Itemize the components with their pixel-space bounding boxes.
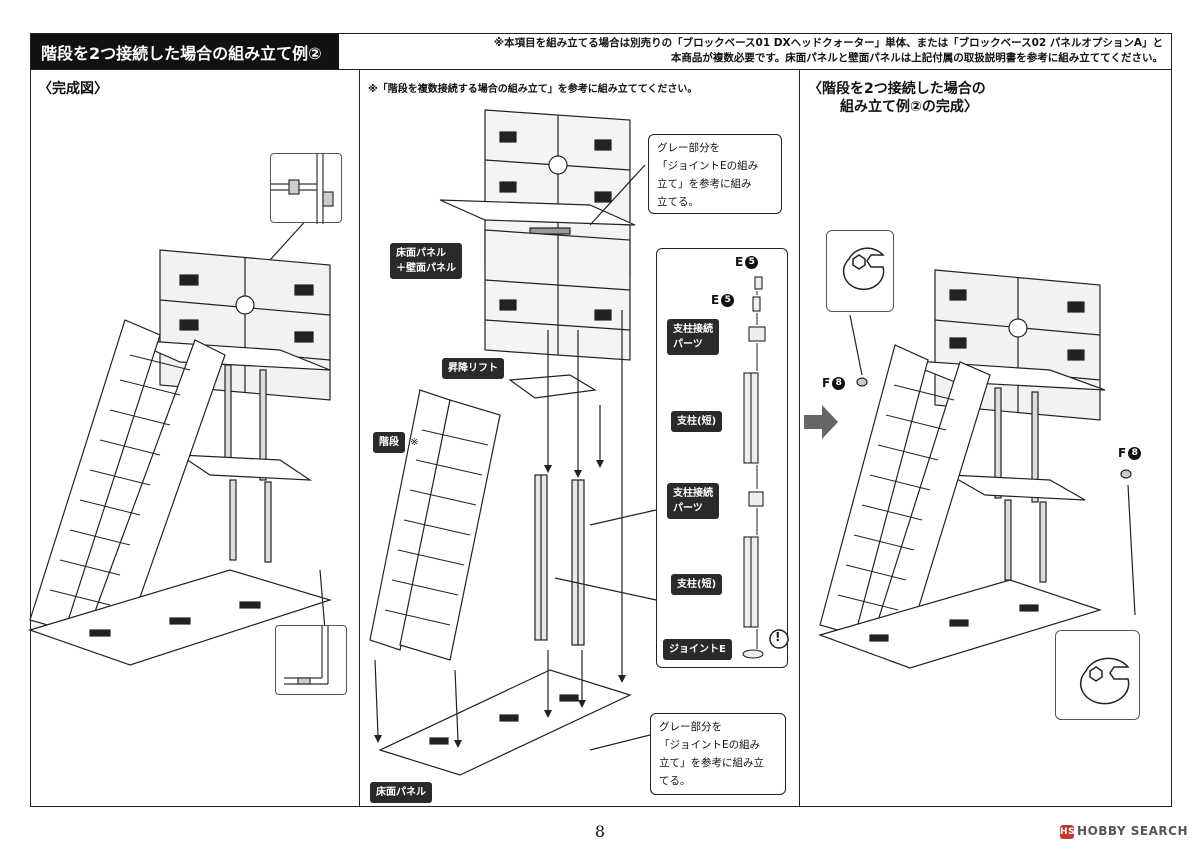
final-structure-illustration (818, 269, 1136, 669)
detail-zoom-top (270, 153, 342, 224)
page-number: 8 (594, 822, 606, 841)
brand-logo-icon: HS (1060, 824, 1076, 839)
part-f8-right-number: 8 (1128, 447, 1142, 460)
clip-part-icon-large (1079, 657, 1130, 705)
callout-top-line-2: 「ジョイントEの組み (657, 160, 759, 172)
callout-bottom-line-4: てる。 (659, 775, 691, 787)
pillar-parts-illustration (742, 276, 789, 659)
label-floor-wall-panel: 床面パネル ＋壁面パネル (390, 243, 462, 279)
part-f8-left-number: 8 (832, 377, 846, 390)
part-f8-right-letter: F (1118, 446, 1127, 460)
label-pillar-connector-1-line-2: パーツ (673, 339, 703, 350)
label-pillar-connector-2-line-2: パーツ (673, 503, 703, 514)
detail-zoom-bottom (275, 625, 347, 695)
label-pillar-short-1: 支柱(短) (671, 411, 723, 432)
part-e5-mid-letter: E (711, 293, 720, 307)
detail-zoom-right (1055, 630, 1140, 720)
warning-icon: ! (775, 630, 781, 644)
panel-right-title-line-2: 組み立て例②の完成〉 (840, 99, 978, 115)
section-title: 階段を2つ接続した場合の組み立て例② (31, 34, 339, 69)
label-pillar-connector-1-line-1: 支柱接続 (673, 324, 713, 335)
exploded-assembly-illustration (369, 109, 657, 776)
next-arrow-icon (804, 405, 838, 439)
reference-note: ※「階段を複数接続する場合の組み立て」を参考に組み立ててください。 (368, 84, 698, 95)
callout-top-line-1: グレー部分を (657, 142, 720, 154)
clip-part-icon (842, 247, 885, 291)
panel-right-title-line-1: 〈階段を2つ接続した場合の (808, 81, 986, 97)
callout-joint-bottom: グレー部分を 「ジョイントEの組み 立て」を参考に組み立 てる。 (650, 713, 786, 795)
label-pillar-connector-2: 支柱接続 パーツ (667, 483, 719, 519)
panel-completed-example: 〈階段を2つ接続した場合の 組み立て例②の完成〉 (800, 70, 1172, 807)
label-stairs-group: 階段 ※ (373, 430, 418, 453)
callout-top-line-4: 立てる。 (657, 196, 699, 208)
label-pillar-connector-1: 支柱接続 パーツ (667, 319, 719, 355)
label-floor-panel: 床面パネル (370, 782, 432, 803)
label-pillar-short-2: 支柱(短) (671, 574, 723, 595)
detail-zoom-left (826, 230, 894, 312)
panel-left-title: 〈完成図〉 (38, 81, 108, 97)
label-joint-e: ジョイントE (663, 639, 732, 660)
panel-completed-view: 〈完成図〉 (28, 70, 360, 807)
part-e5-top-letter: E (735, 255, 744, 269)
header-bar: 階段を2つ接続した場合の組み立て例② ※本項目を組み立てる場合は別売りの「ブロッ… (30, 33, 1172, 70)
label-stairs-mark: ※ (410, 437, 419, 448)
notice-line-2: 本商品が複数必要です。床面パネルと壁面パネルは上記付属の取扱説明書を参考に組み立… (670, 52, 1163, 64)
callout-joint-top: グレー部分を 「ジョイントEの組み 立て」を参考に組み 立てる。 (648, 134, 782, 214)
brand-name: HOBBY SEARCH (1077, 824, 1188, 838)
part-e5-top-number: 5 (745, 256, 759, 269)
notice-text: ※本項目を組み立てる場合は別売りの「ブロックベース01 DXヘッドクォーター」単… (349, 36, 1163, 66)
label-floor-wall-line-1: 床面パネル (396, 248, 446, 259)
part-f8-left-letter: F (822, 376, 831, 390)
label-pillar-connector-2-line-1: 支柱接続 (673, 488, 713, 499)
panel-right-title: 〈階段を2つ接続した場合の 組み立て例②の完成〉 (808, 80, 986, 116)
panel-assembly-steps: ※「階段を複数接続する場合の組み立て」を参考に組み立ててください。 (360, 70, 800, 807)
notice-line-1: ※本項目を組み立てる場合は別売りの「ブロックベース01 DXヘッドクォーター」単… (493, 37, 1163, 49)
label-stairs: 階段 (373, 432, 405, 453)
callout-bottom-line-2: 「ジョイントEの組み (659, 739, 761, 751)
callout-top-line-3: 立て」を参考に組み (657, 178, 752, 190)
completed-structure-illustration (28, 204, 333, 666)
part-e5-mid-number: 5 (721, 294, 735, 307)
callout-bottom-line-1: グレー部分を (659, 721, 722, 733)
callout-bottom-line-3: 立て」を参考に組み立 (659, 757, 764, 769)
label-lift: 昇降リフト (442, 358, 504, 379)
label-floor-wall-line-2: ＋壁面パネル (396, 263, 456, 274)
